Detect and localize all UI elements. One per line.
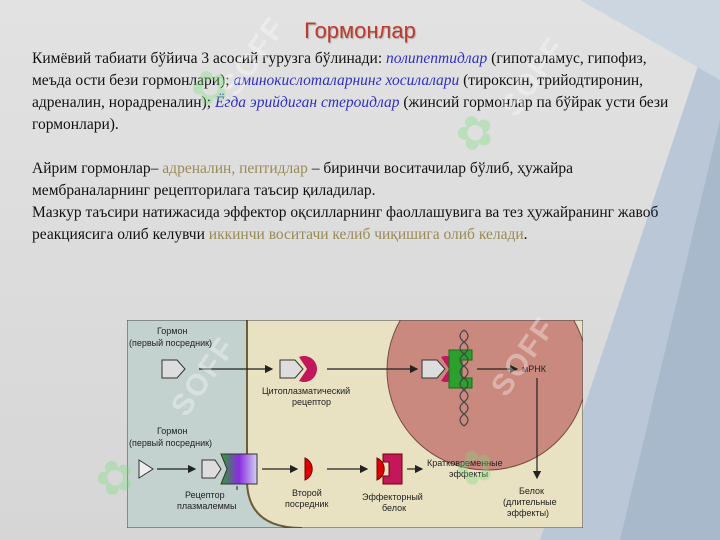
hormone1-shape (161, 359, 186, 379)
slide-title: Гормонлар (304, 18, 416, 43)
second-messenger-label: Второй (292, 488, 322, 498)
nucleus (386, 320, 583, 471)
membrane-receptor-label: Рецептор (185, 490, 225, 500)
highlight-adrenaline: адреналин, пептидлар (162, 160, 308, 177)
protein-sublabel-2: эффекты) (507, 508, 549, 518)
membrane-hormone-shape (201, 459, 222, 479)
svg-text:Второй: Второй (292, 488, 322, 498)
svg-text:(длительные: (длительные (503, 497, 557, 507)
emphasis-steroids: Ёгда эрийдиган стероидлар (214, 94, 400, 111)
highlight-second-messenger: иккинчи воситачи келиб чиқишига олиб кел… (208, 226, 524, 243)
hormone2-shape (138, 459, 154, 479)
svg-text:плазмалеммы: плазмалеммы (177, 501, 236, 511)
svg-text:мРНК: мРНК (522, 364, 547, 374)
svg-text:Рецептор: Рецептор (185, 490, 225, 500)
cyto-receptor-sublabel: рецептор (292, 397, 331, 407)
effector-sublabel: белок (382, 503, 406, 513)
nuclear-hormone-shape (421, 359, 446, 379)
effector-protein-shape (382, 453, 403, 485)
membrane-receptor-shape (220, 453, 258, 485)
mrna-label: мРНК (522, 364, 547, 374)
decorative-background-shapes (540, 0, 720, 540)
svg-text:посредник: посредник (285, 499, 328, 509)
hormone1-sublabel: (первый посредник) (129, 338, 212, 348)
paragraph-classification: Кимёвий табиати бўйича 3 асосий гурузга … (32, 50, 669, 133)
emphasis-amino-derivatives: аминокислоталарнинг хосилалари (233, 72, 460, 89)
cyto-hormone-shape (279, 359, 304, 379)
membrane-receptor-sublabel: плазмалеммы (177, 501, 236, 511)
svg-text:рецептор: рецептор (292, 397, 331, 407)
emphasis-polypeptides: полипептидлар (386, 50, 488, 67)
svg-text:Кратковременные: Кратковременные (427, 458, 503, 468)
svg-text:Белок: Белок (519, 486, 544, 496)
svg-text:(первый посредник): (первый посредник) (129, 338, 212, 348)
second-messenger-sublabel: посредник (285, 499, 328, 509)
cyto-receptor-label: Цитоплазматический (262, 386, 350, 396)
svg-text:Гормон: Гормон (157, 426, 187, 436)
effector-messenger-shape (376, 457, 385, 481)
slide-body: Кимёвий табиати бўйича 3 асосий гурузга … (32, 48, 682, 246)
hormone2-sublabel: (первый посредник) (129, 438, 212, 448)
paragraph-first-messenger: Айрим гормонлар– адреналин, пептидлар – … (32, 160, 574, 199)
svg-text:эффекты): эффекты) (507, 508, 549, 518)
svg-text:белок: белок (382, 503, 406, 513)
hormone-action-diagram: Гормон (первый посредник) Цитоплазматиче… (127, 320, 583, 528)
svg-text:Цитоплазматический: Цитоплазматический (262, 386, 350, 396)
svg-text:эффекты: эффекты (449, 469, 488, 479)
protein-sublabel-1: (длительные (503, 497, 557, 507)
cytoplasmic-receptor-shape (299, 356, 317, 382)
svg-text:(первый посредник): (первый посредник) (129, 438, 212, 448)
hormone1-label: Гормон (157, 326, 187, 336)
second-messenger-shape (304, 457, 313, 481)
svg-text:Эффекторный: Эффекторный (362, 492, 423, 502)
svg-text:Гормон: Гормон (157, 326, 187, 336)
effector-label: Эффекторный (362, 492, 423, 502)
short-effects-sublabel: эффекты (449, 469, 488, 479)
protein-label: Белок (519, 486, 544, 496)
short-effects-label: Кратковременные (427, 458, 503, 468)
paragraph-second-messenger: Мазкур таъсири натижасида эффектор оқсил… (32, 204, 659, 243)
hormone2-label: Гормон (157, 426, 187, 436)
